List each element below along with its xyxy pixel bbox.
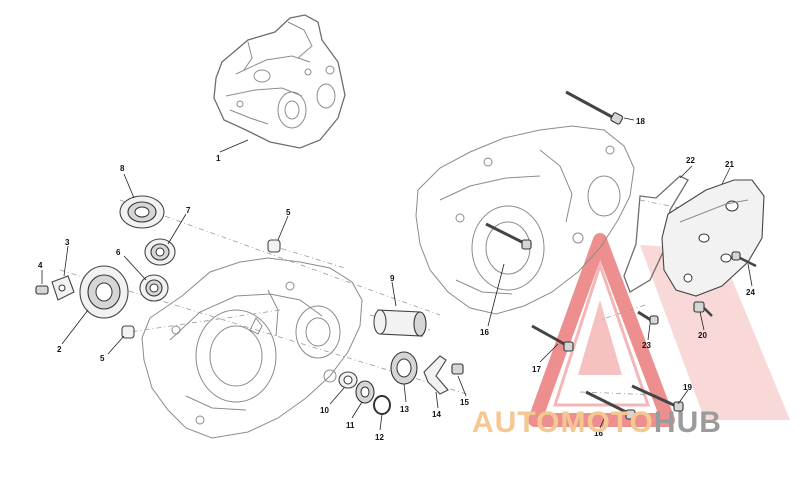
watermark-logo: AUTOMOTOHUB: [472, 406, 722, 439]
bearing-11: [355, 380, 375, 404]
callout-15: 15: [460, 398, 469, 407]
watermark-automoto: AUTOMOTO: [472, 406, 654, 439]
callout-18: 18: [636, 117, 645, 126]
watermark-triangle: [528, 233, 790, 427]
callout-16-upper: 16: [480, 328, 489, 337]
bolt-17: [531, 324, 574, 352]
right-crankcase-half: [415, 125, 635, 315]
watermark-text-automoto: AUTOMOTOHUB: [472, 406, 722, 439]
callout-1: 1: [216, 154, 221, 163]
bolt-16-lower: [585, 390, 636, 420]
callout-16-lower: 16: [594, 429, 603, 438]
callout-5-upper: 5: [286, 208, 291, 217]
callout-7: 7: [186, 206, 191, 215]
callout-10: 10: [320, 406, 329, 415]
callout-8: 8: [120, 164, 125, 173]
bolt-24: [731, 251, 757, 268]
bolt-19: [631, 384, 684, 412]
bolt-16-upper: [485, 222, 532, 250]
callout-11: 11: [346, 421, 355, 430]
dowel-23: [637, 310, 659, 325]
bolt-20: [693, 301, 713, 317]
callout-20: 20: [698, 331, 707, 340]
oil-seal-13: [390, 351, 418, 385]
callout-21: 21: [725, 160, 734, 169]
engine-block-assembly: [213, 14, 346, 149]
callout-numbers: 1 2 3 4 5 5 6 7 8 9 10 11 12 13 14 15 16…: [38, 117, 755, 442]
left-crankcase-half: [141, 257, 363, 439]
circlip-12: [373, 395, 391, 415]
lever-14: [423, 355, 449, 395]
callout-19: 19: [683, 383, 692, 392]
callout-9: 9: [390, 274, 395, 283]
bearing-6: [139, 274, 169, 302]
callout-5-lower: 5: [100, 354, 105, 363]
watermark-hub: HUB: [654, 406, 722, 439]
callout-24: 24: [746, 288, 755, 297]
plug-15: [451, 363, 464, 375]
callout-2: 2: [57, 345, 62, 354]
bolt-18: [565, 90, 624, 125]
dowel-sleeve-5-upper: [267, 239, 281, 253]
callout-3: 3: [65, 238, 70, 247]
bushing-9: [373, 309, 427, 337]
callout-12: 12: [375, 433, 384, 442]
callout-14: 14: [432, 410, 441, 419]
dowel-sleeve-5-lower: [121, 325, 135, 339]
spacer-10: [338, 371, 358, 389]
callout-13: 13: [400, 405, 409, 414]
leader-lines: [41, 117, 753, 431]
main-bearing-2: [79, 265, 129, 319]
bearing-8: [119, 195, 165, 229]
retainer-plate-3: [51, 275, 75, 301]
bearing-7: [144, 238, 176, 266]
callout-22: 22: [686, 156, 695, 165]
callout-23: 23: [642, 341, 651, 350]
callout-4: 4: [38, 261, 43, 270]
callout-6: 6: [116, 248, 121, 257]
callout-17: 17: [532, 365, 541, 374]
screw-4: [35, 285, 49, 295]
